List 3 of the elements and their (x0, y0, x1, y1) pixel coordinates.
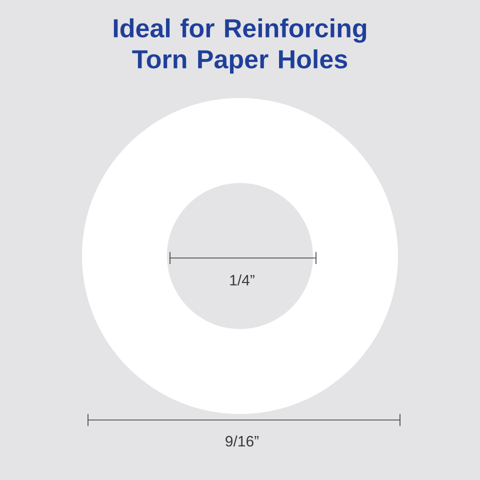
dimension-label: 1/4” (230, 274, 254, 286)
title: Ideal for Reinforcing Torn Paper Holes (114, 18, 366, 74)
dimension-label: 9/16” (226, 436, 259, 446)
